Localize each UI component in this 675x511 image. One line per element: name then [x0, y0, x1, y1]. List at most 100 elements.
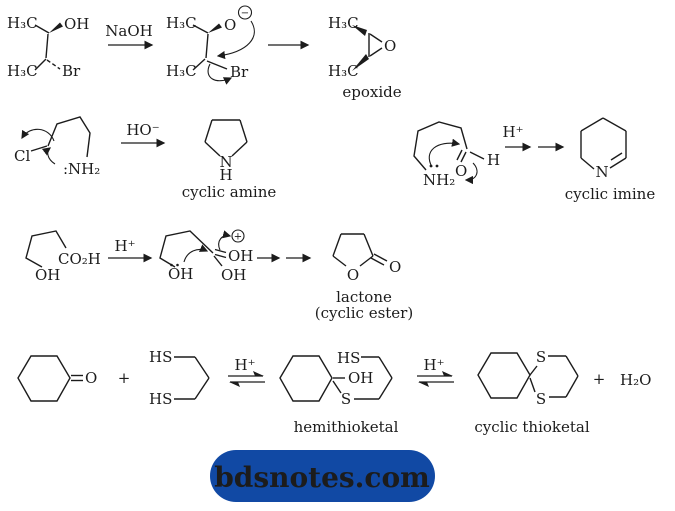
bond	[194, 356, 210, 379]
formula-sulfur: S	[341, 390, 351, 408]
double-bond	[370, 257, 385, 266]
formula-amine: :NH₂	[63, 160, 100, 178]
ring	[477, 352, 531, 399]
double-bond	[214, 253, 227, 259]
formula-nitrogen: N	[219, 153, 232, 171]
bond	[565, 355, 579, 377]
wedge-bond	[352, 54, 369, 71]
equilibrium-arrows	[417, 371, 454, 387]
bond	[30, 145, 48, 152]
bond	[205, 33, 209, 59]
reaction-thioketal-formation: O + HS HS H⁺ OH HS S	[17, 348, 651, 436]
molecule-protonated-intermediate: OH OH + OH	[159, 229, 253, 284]
formula-water: H₂O	[620, 371, 651, 389]
bond	[332, 380, 342, 394]
ring-bond	[602, 117, 627, 132]
curved-electron-arrow	[41, 147, 56, 165]
badge-pill[interactable]	[210, 450, 435, 502]
formula-hydroxyl: OH	[228, 247, 253, 265]
dashed-bond	[46, 59, 61, 70]
caption-epoxide: epoxide	[342, 83, 401, 101]
reagent-label: H⁺	[503, 123, 524, 141]
caption-cyclic-imine: cyclic imine	[565, 185, 656, 203]
lone-pair-dot	[435, 164, 439, 168]
ring-bond	[359, 255, 374, 267]
caption-hemithioketal: hemithioketal	[294, 418, 399, 436]
formula-methyl: H₃C	[166, 62, 197, 80]
formula-thiol: HS	[337, 349, 360, 367]
badge-label[interactable]: bdsnotes.com	[214, 461, 430, 494]
curved-electron-arrow	[21, 128, 55, 142]
ring	[279, 355, 333, 402]
bond	[45, 33, 49, 59]
curved-electron-arrow	[218, 230, 232, 251]
plus-charge-symbol: +	[234, 232, 242, 243]
formula-amine: NH₂	[423, 171, 455, 189]
bond	[378, 356, 393, 379]
formula-acid: CO₂H	[58, 250, 101, 268]
formula-methyl: H₃C	[328, 62, 359, 80]
curved-electron-arrow	[464, 162, 478, 185]
caption-cyclic-amine: cyclic amine	[182, 183, 277, 201]
reagent-label: H⁺	[115, 237, 136, 255]
bond	[34, 24, 50, 34]
lone-pair-dot	[176, 263, 179, 267]
lone-pair-dot	[170, 263, 173, 267]
arrow-barb	[418, 382, 429, 387]
caption-cyclic-thioketal: cyclic thioketal	[474, 418, 589, 436]
formula-hydroxyl: OH	[221, 266, 246, 284]
formula-chloride: Cl	[14, 147, 30, 165]
arrow-barb	[253, 371, 264, 376]
formula-hydrogen: H	[487, 151, 500, 169]
arrow-barb	[229, 382, 240, 387]
chain-skeleton	[413, 121, 468, 171]
site-badge[interactable]: bdsnotes.com	[210, 450, 435, 502]
formula-thiol: HS	[149, 390, 172, 408]
formula-oxygen: O	[455, 162, 467, 180]
formula-hydroxyl: OH	[168, 265, 193, 283]
caption-lactone: lactone	[336, 288, 392, 306]
ring-bond	[369, 47, 383, 57]
ring-bond	[580, 117, 604, 132]
formula-bromide: Br	[230, 63, 249, 81]
formula-thiol: HS	[149, 348, 172, 366]
formula-hydroxyl: OH	[35, 266, 60, 284]
minus-charge-symbol: −	[241, 8, 249, 19]
formula-nitrogen: N	[595, 163, 608, 181]
molecule-alkoxide-intermediate: H₃C O − H₃C Br	[166, 5, 255, 85]
bond	[565, 375, 579, 398]
reagent-label: H⁺	[235, 356, 256, 374]
molecule-bromo-alcohol: H₃C OH H₃C Br	[7, 14, 89, 80]
molecule-hemithioketal: OH HS S hemithioketal	[279, 349, 399, 436]
ring-bond	[369, 33, 383, 43]
formula-methyl: H₃C	[328, 14, 359, 32]
arrow-barb	[442, 371, 453, 376]
bond	[213, 255, 223, 267]
formula-hydroxyl: OH	[348, 369, 373, 387]
equilibrium-arrows	[228, 371, 265, 387]
wedge-bond	[49, 22, 63, 33]
double-bond	[214, 248, 227, 254]
ring-bond	[363, 233, 374, 257]
formula-hydroxyl: OH	[64, 15, 89, 33]
reagent-label: HO⁻	[126, 121, 159, 139]
reaction-lactone-formation: OH CO₂H H⁺ OH OH + OH O	[25, 229, 413, 322]
formula-methyl: H₃C	[7, 62, 38, 80]
ring	[17, 355, 71, 402]
formula-hydrogen: H	[219, 166, 232, 184]
molecule-cyclic-imine: N cyclic imine	[565, 117, 656, 203]
formula-methyl: H₃C	[166, 14, 197, 32]
molecule-pyrrolidine: N H cyclic amine	[182, 119, 277, 201]
bond	[206, 60, 228, 70]
molecule-cyclic-thioketal: S S cyclic thioketal	[474, 348, 589, 436]
formula-oxygen: O	[224, 16, 236, 34]
formula-bromide: Br	[62, 62, 81, 80]
molecule-chloro-amine: Cl :NH₂	[14, 116, 100, 178]
ring-bond	[204, 141, 221, 157]
molecule-amino-aldehyde: NH₂ O H	[413, 121, 500, 189]
bond	[34, 58, 47, 71]
molecule-dithiol: HS HS	[149, 348, 210, 408]
curved-electron-arrow	[216, 20, 255, 60]
ring-bond	[239, 119, 248, 143]
